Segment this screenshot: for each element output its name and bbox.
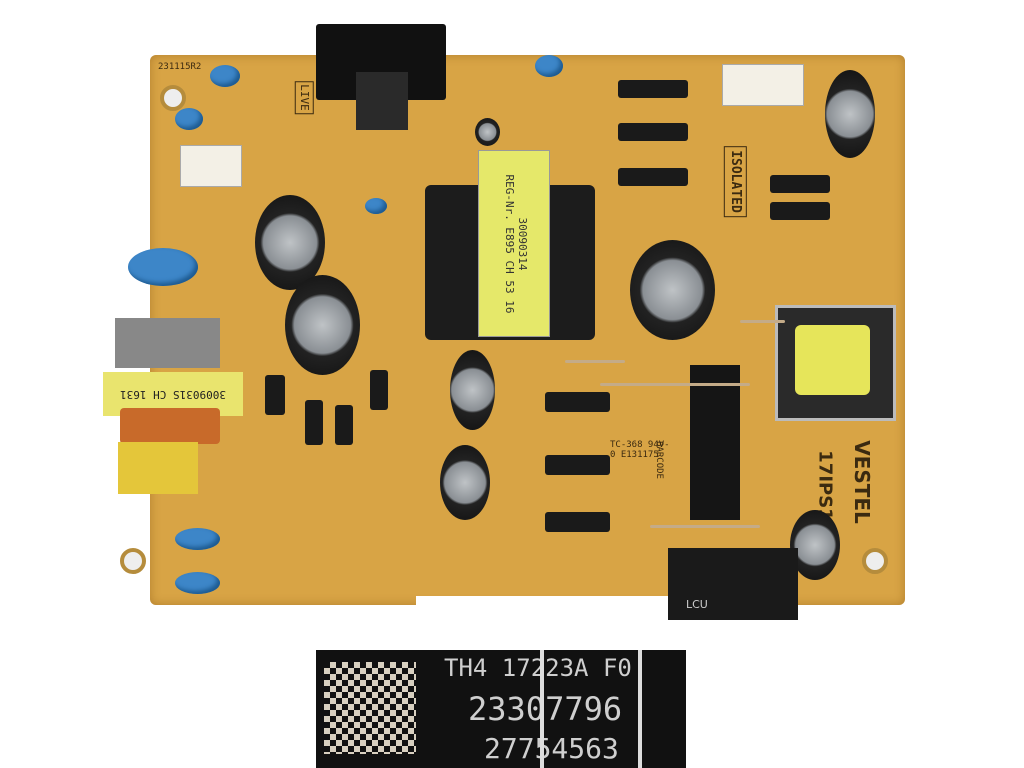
ceramic-capacitor [535, 55, 563, 77]
brand-text: VESTEL [849, 440, 874, 524]
ceramic-capacitor [175, 108, 203, 130]
diode [545, 512, 610, 532]
mounting-hole [120, 548, 146, 574]
ceramic-capacitor [365, 198, 387, 214]
diode [618, 80, 688, 98]
diode [370, 370, 388, 410]
electrolytic-capacitor [255, 195, 325, 290]
trace [740, 320, 785, 323]
diode [770, 175, 830, 193]
diode [545, 392, 610, 412]
lcu-connector[interactable]: LCU [668, 548, 798, 620]
electrolytic-capacitor [790, 510, 840, 580]
output-connector[interactable] [722, 64, 804, 106]
revision-text: 231115R2 [158, 62, 202, 72]
label-line-3: 27754563 [484, 732, 619, 765]
diode [618, 168, 688, 186]
ceramic-capacitor [175, 528, 220, 550]
filter-coil [120, 408, 220, 444]
electrolytic-capacitor [285, 275, 360, 375]
diode [770, 202, 830, 220]
diode [618, 123, 688, 141]
regulator-ic [356, 72, 408, 130]
label-line-2: 23307796 [468, 690, 623, 728]
lead-wire [540, 650, 544, 768]
isolated-label: ISOLATED [723, 146, 747, 217]
electrolytic-capacitor [440, 445, 490, 520]
output-inductor-coil [795, 325, 870, 395]
datamatrix-code [324, 662, 416, 754]
transformer-tape: 30090314 REG-Nr. E895 CH 53 16 [478, 150, 550, 337]
electrolytic-capacitor [475, 118, 500, 146]
board-notch [416, 596, 676, 610]
label-line-1: TH4 17223A F0 [444, 654, 632, 682]
ul-marking: TC-368 94V-0 E131175 [610, 440, 670, 460]
diode [305, 400, 323, 445]
trace [650, 525, 760, 528]
x-capacitor [118, 442, 198, 494]
electrolytic-capacitor [450, 350, 495, 430]
diode [545, 455, 610, 475]
diode [265, 375, 285, 415]
electrolytic-capacitor [825, 70, 875, 158]
diode [335, 405, 353, 445]
lead-wire [638, 650, 642, 768]
filter-core [115, 318, 220, 368]
serial-label-closeup: TH4 17223A F0 23307796 27754563 [316, 650, 686, 768]
ceramic-capacitor [128, 248, 198, 286]
mounting-hole [160, 85, 186, 111]
transformer-part-number: 30090314 [516, 217, 529, 271]
ceramic-capacitor [210, 65, 240, 87]
trace [600, 383, 750, 386]
trace [565, 360, 625, 363]
board-barcode-sticker [690, 365, 740, 520]
live-label: LIVE [294, 81, 314, 114]
connector-label: LCU [686, 598, 708, 611]
ac-input-connector[interactable] [180, 145, 242, 187]
transformer-reg-number: REG-Nr. E895 CH 53 16 [503, 174, 516, 314]
electrolytic-capacitor [630, 240, 715, 340]
ceramic-capacitor [175, 572, 220, 594]
mounting-hole [862, 548, 888, 574]
transformer-text: 30090314 REG-Nr. E895 CH 53 16 [503, 159, 529, 329]
